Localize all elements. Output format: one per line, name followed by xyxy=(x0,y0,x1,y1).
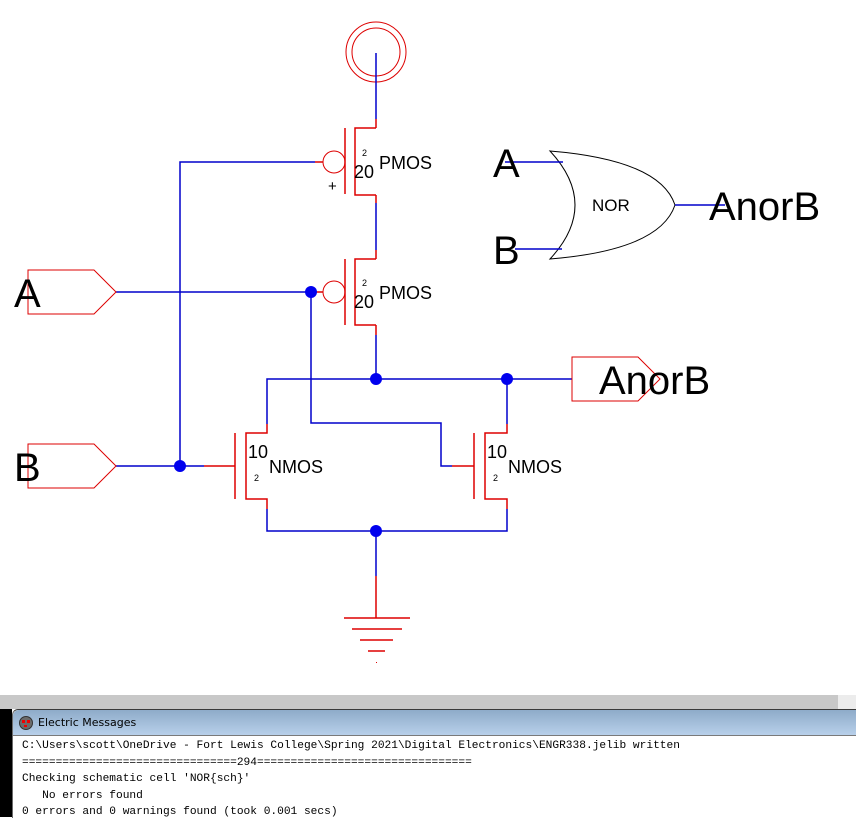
wire-output[interactable] xyxy=(266,378,572,424)
inversion-bubble xyxy=(322,150,346,174)
electric-app-icon xyxy=(19,715,33,730)
nor-icon-input-a: A xyxy=(493,142,520,186)
plus-mark: + xyxy=(328,178,337,195)
log-line: C:\Users\scott\OneDrive - Fort Lewis Col… xyxy=(22,740,680,752)
log-line: 0 errors and 0 warnings found (took 0.00… xyxy=(22,806,338,818)
pmos-transistor-1[interactable] xyxy=(315,119,377,203)
pmos1-length-label: 2 xyxy=(362,148,367,158)
nmos-transistor-1[interactable] xyxy=(204,424,268,509)
nor-gate-icon[interactable] xyxy=(505,150,725,260)
export-pin-a[interactable] xyxy=(27,269,117,315)
pmos2-width-label: 20 xyxy=(354,292,374,312)
nmos1-width-label: 10 xyxy=(248,442,268,462)
nor-icon-output: AnorB xyxy=(709,185,820,229)
nor-icon-input-b: B xyxy=(493,229,520,273)
log-line: Checking schematic cell 'NOR{sch}' xyxy=(22,773,251,785)
nmos-transistor-2[interactable] xyxy=(452,424,508,509)
export-label-a: A xyxy=(14,272,41,316)
nmos1-length-label: 2 xyxy=(254,473,259,483)
nor-gate-label: NOR xyxy=(592,196,630,215)
messages-titlebar[interactable]: Electric Messages xyxy=(13,710,856,736)
wire-b-to-pmos1[interactable] xyxy=(179,161,315,466)
ground-icon[interactable] xyxy=(344,576,410,663)
messages-window[interactable]: Electric Messages C:\Users\scott\OneDriv… xyxy=(12,709,856,818)
log-line: No errors found xyxy=(22,789,143,802)
export-pin-anorb[interactable] xyxy=(571,356,661,402)
horizontal-scrollbar[interactable] xyxy=(0,695,856,709)
junction-dot[interactable] xyxy=(370,525,382,537)
nmos2-width-label: 10 xyxy=(487,442,507,462)
messages-log[interactable]: C:\Users\scott\OneDrive - Fort Lewis Col… xyxy=(13,736,856,821)
nmos1-type-label: NMOS xyxy=(269,457,323,477)
background-strip xyxy=(0,709,12,817)
wire-ground-rail[interactable] xyxy=(266,509,508,532)
pmos-transistor-2[interactable] xyxy=(315,250,377,335)
nmos2-type-label: NMOS xyxy=(508,457,562,477)
junction-dot[interactable] xyxy=(370,373,382,385)
junction-dot[interactable] xyxy=(174,460,186,472)
pmos1-type-label: PMOS xyxy=(379,153,432,173)
pmos1-width-label: 20 xyxy=(354,162,374,182)
junction-dot[interactable] xyxy=(305,286,317,298)
pmos2-length-label: 2 xyxy=(362,278,367,288)
export-pin-b[interactable] xyxy=(27,443,117,489)
inversion-bubble xyxy=(322,280,346,304)
pmos2-type-label: PMOS xyxy=(379,283,432,303)
export-label-b: B xyxy=(14,446,41,490)
scrollbar-end[interactable] xyxy=(838,695,856,709)
log-line: ================================294=====… xyxy=(22,756,472,769)
junction-dot[interactable] xyxy=(501,373,513,385)
schematic-canvas[interactable]: + 2 20 PMOS 2 20 PMOS 10 2 NMOS 10 2 NMO… xyxy=(0,0,856,690)
messages-window-title: Electric Messages xyxy=(38,716,137,729)
export-label-anorb: AnorB xyxy=(599,359,710,403)
nmos2-length-label: 2 xyxy=(493,473,498,483)
